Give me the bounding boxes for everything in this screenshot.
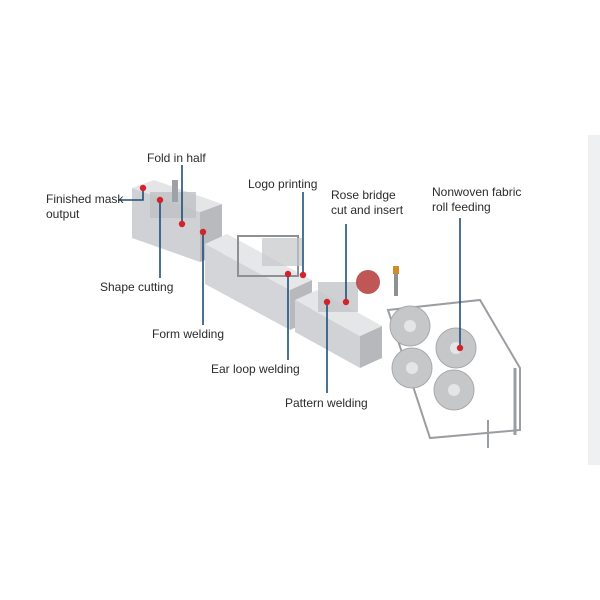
- label-logo-printing: Logo printing: [248, 177, 318, 191]
- machine-section-welding: [205, 244, 290, 330]
- page-edge-shade: [588, 135, 600, 465]
- label-ear-loop-welding: Ear loop welding: [211, 362, 300, 376]
- machine-illustration: [118, 165, 521, 448]
- label-fold-in-half: Fold in half: [147, 151, 206, 165]
- label-nonwoven-roll-feeding: Nonwoven fabric roll feeding: [432, 185, 522, 214]
- label-pattern-welding: Pattern welding: [285, 396, 368, 410]
- label-rose-bridge-cut-insert: Rose bridge cut and insert: [331, 188, 404, 217]
- leader-finished: [118, 188, 144, 201]
- label-finished-mask-output: Finished mask output: [46, 192, 124, 221]
- station-markers: [139, 184, 464, 352]
- label-form-welding: Form welding: [152, 327, 225, 341]
- nonwoven-rolls: [389, 305, 477, 411]
- label-shape-cutting: Shape cutting: [100, 280, 174, 294]
- leader-lines: [118, 165, 461, 393]
